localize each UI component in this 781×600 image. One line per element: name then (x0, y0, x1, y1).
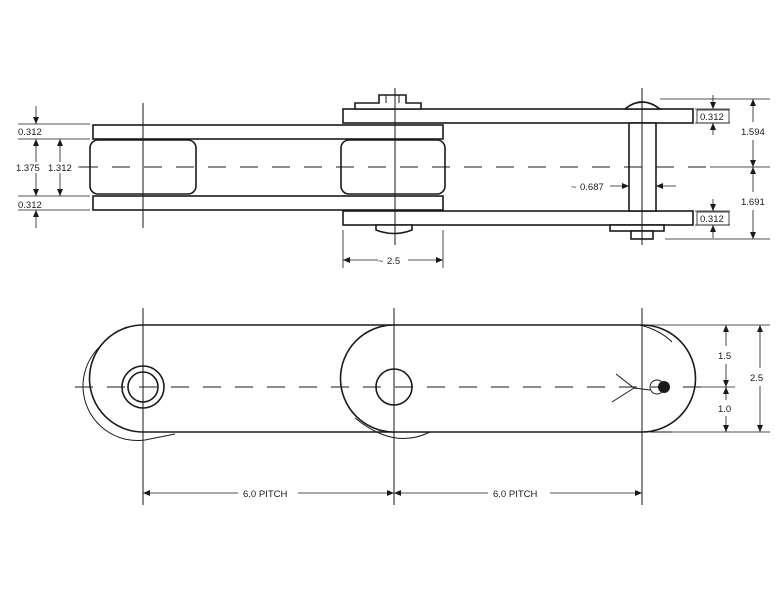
dim-pin-head-bottom: 0.312 (700, 214, 724, 225)
rear-plate-middle (354, 417, 431, 439)
dim-pin-gap: 0.687 (580, 182, 604, 193)
dim-lower-height: 1.0 (718, 404, 731, 415)
dim-total-height: 2.5 (750, 373, 763, 384)
dim-pin-head-top: 0.312 (700, 112, 724, 123)
side-view: 6.0 PITCH 6.0 PITCH 1.5 1.0 2.5 (75, 308, 770, 505)
left-lower-plate (92, 195, 444, 211)
dim-upper-height: 1.5 (718, 351, 731, 362)
dim-pitch-right: 6.0 PITCH (493, 489, 537, 500)
right-upper-plate (342, 108, 694, 124)
dim-pin-spacing: 2.5 (387, 256, 400, 267)
middle-pin-top-head (354, 94, 422, 110)
dim-pin-gap-tilde: ~ (571, 182, 577, 193)
right-pin-bottom-head (609, 224, 665, 232)
rear-plate-right-upper (639, 324, 673, 343)
dim-pin-to-bottom: 1.691 (741, 197, 765, 208)
dim-pin-to-top: 1.594 (741, 127, 765, 138)
dim-roller-length: 1.312 (48, 163, 72, 174)
dim-plate-top-left: 0.312 (18, 127, 42, 138)
dim-pin-spacing-tilde: ~ (378, 256, 384, 267)
middle-pin-bottom-head (375, 224, 413, 235)
dim-overall-width: 1.375 (16, 163, 40, 174)
top-view: 0.312 1.375 1.312 0.312 0.687 ~ 2.5 ~ (16, 88, 770, 268)
right-lower-plate (342, 210, 694, 226)
middle-roller (340, 139, 446, 195)
left-upper-plate (92, 124, 444, 140)
dim-pitch-left: 6.0 PITCH (243, 489, 287, 500)
dim-plate-bottom-left: 0.312 (18, 200, 42, 211)
